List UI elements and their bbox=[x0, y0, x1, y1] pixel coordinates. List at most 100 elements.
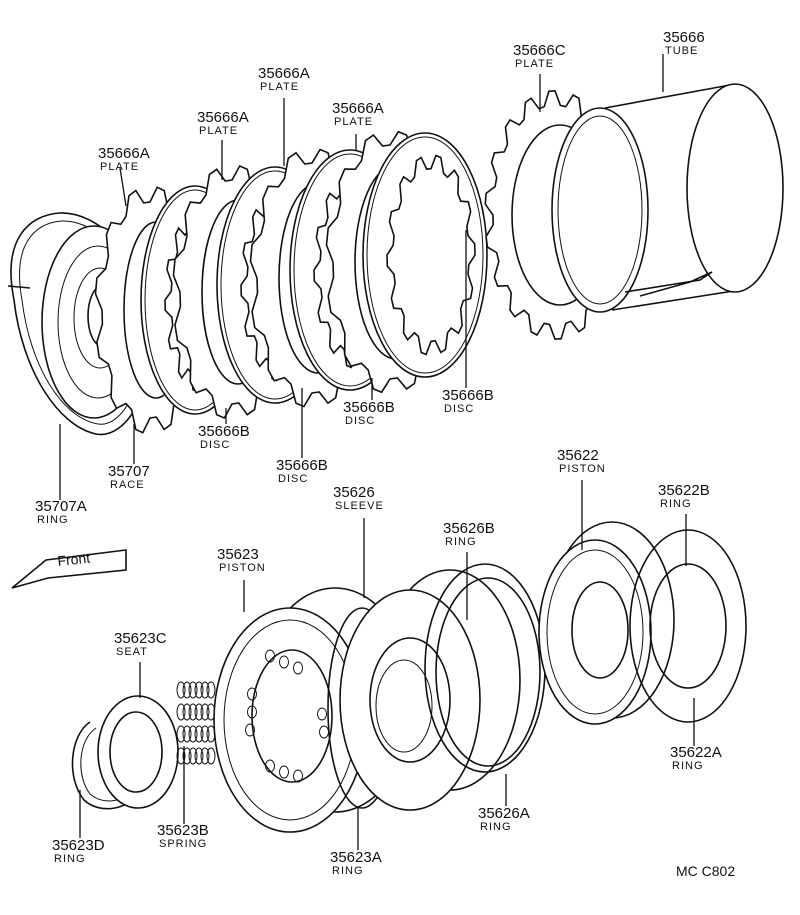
part-name-35623C: SEAT bbox=[116, 646, 148, 658]
part-number-35623C: 35623C bbox=[114, 630, 167, 647]
spring-coil bbox=[200, 747, 210, 765]
piston-spring-pocket bbox=[247, 687, 257, 701]
sleeve-body bbox=[339, 589, 481, 811]
spring-coil bbox=[176, 747, 186, 765]
piston-spring-pocket bbox=[317, 707, 327, 721]
part-number-35666B-2: 35666B bbox=[276, 457, 328, 474]
seal-ring-35622B bbox=[629, 529, 747, 723]
part-name-35622A: RING bbox=[672, 760, 704, 772]
part-number-35707: 35707 bbox=[108, 463, 150, 480]
part-number-35622: 35622 bbox=[557, 447, 599, 464]
part-number-35623D: 35623D bbox=[52, 837, 105, 854]
spring-coil bbox=[194, 747, 204, 765]
spring-coil bbox=[182, 703, 192, 721]
part-number-35666C: 35666C bbox=[513, 42, 566, 59]
front-arrow-label: Front bbox=[57, 550, 91, 569]
piston-spring-pocket bbox=[293, 769, 303, 783]
part-number-35666B-1: 35666B bbox=[198, 423, 250, 440]
part-number-35666B-3: 35666B bbox=[343, 399, 395, 416]
front-direction-arrow: Front bbox=[11, 549, 127, 589]
part-name-35666B-2: DISC bbox=[278, 473, 308, 485]
leader-35666A-1 bbox=[119, 167, 127, 207]
sleeve-35626 bbox=[339, 569, 521, 811]
piston-spring-pocket bbox=[293, 661, 303, 675]
part-name-35666B-3: DISC bbox=[345, 415, 375, 427]
seal-ring-35622B bbox=[629, 529, 747, 723]
spring-coil bbox=[176, 703, 186, 721]
sleeve-bore bbox=[369, 637, 451, 763]
part-name-35623D: RING bbox=[54, 853, 86, 865]
part-name-35666A-3: PLATE bbox=[260, 81, 299, 93]
part-name-35666A-2: PLATE bbox=[199, 125, 238, 137]
piston-35622 bbox=[538, 521, 675, 725]
snap-ring-gap bbox=[7, 285, 31, 289]
piston-spring-pocket bbox=[265, 649, 275, 663]
part-number-35666A-1: 35666A bbox=[98, 145, 150, 162]
spring-coil bbox=[188, 747, 198, 765]
part-number-35622B: 35622B bbox=[658, 482, 710, 499]
spring-coil bbox=[176, 725, 186, 743]
spring-coil bbox=[188, 703, 198, 721]
tube-near-end bbox=[551, 107, 649, 313]
part-number-35623B: 35623B bbox=[157, 822, 209, 839]
spring-1 bbox=[176, 681, 216, 699]
piston-spring-pocket bbox=[279, 765, 289, 779]
spring-coil bbox=[182, 681, 192, 699]
part-name-35623A: RING bbox=[332, 865, 364, 877]
part-number-35622A: 35622A bbox=[670, 744, 722, 761]
part-name-35623B: SPRING bbox=[159, 838, 207, 850]
spring-coil bbox=[194, 681, 204, 699]
part-name-35707A: RING bbox=[37, 514, 69, 526]
spring-coil bbox=[182, 725, 192, 743]
clutch-disc-8 bbox=[362, 132, 488, 378]
part-name-35622B: RING bbox=[660, 498, 692, 510]
seat-inner bbox=[109, 711, 163, 793]
part-number-35666A-2: 35666A bbox=[197, 109, 249, 126]
spring-coil bbox=[176, 681, 186, 699]
spring-coil bbox=[194, 725, 204, 743]
piston-spring-pocket bbox=[245, 723, 255, 737]
part-name-35666B-4: DISC bbox=[444, 403, 474, 415]
spring-seat-35623C bbox=[97, 695, 179, 809]
spring-coil bbox=[200, 725, 210, 743]
spring-4 bbox=[176, 747, 216, 765]
spring-coil bbox=[200, 703, 210, 721]
part-number-35626A: 35626A bbox=[478, 805, 530, 822]
leader-lines bbox=[59, 54, 695, 850]
part-number-35666A-4: 35666A bbox=[332, 100, 384, 117]
piston-spring-pocket bbox=[265, 759, 275, 773]
spring-3 bbox=[176, 725, 216, 743]
piston-35622-rim bbox=[546, 549, 644, 715]
piston-35622-bore bbox=[571, 581, 629, 679]
figure-code: MC C802 bbox=[676, 863, 735, 879]
return-springs-35623B bbox=[176, 681, 216, 765]
part-number-35623A: 35623A bbox=[330, 849, 382, 866]
disc-face bbox=[366, 136, 484, 374]
part-name-35666A-4: PLATE bbox=[334, 116, 373, 128]
part-number-35626B: 35626B bbox=[443, 520, 495, 537]
part-name-35622: PISTON bbox=[559, 463, 606, 475]
parts-artwork bbox=[7, 83, 784, 833]
seal-ring-35626B bbox=[435, 577, 541, 767]
part-name-35666A-1: PLATE bbox=[100, 161, 139, 173]
tube-35666 bbox=[551, 83, 784, 313]
seal-ring-35626B bbox=[435, 577, 541, 767]
part-number-35666: 35666 bbox=[663, 29, 705, 46]
spring-coil bbox=[200, 681, 210, 699]
sleeve-inner-step bbox=[375, 659, 433, 753]
piston-spring-pocket bbox=[279, 655, 289, 669]
part-name-35666: TUBE bbox=[665, 45, 698, 57]
spring-coil bbox=[182, 747, 192, 765]
part-number-35626: 35626 bbox=[333, 484, 375, 501]
part-name-35623: PISTON bbox=[219, 562, 266, 574]
part-name-35626B: RING bbox=[445, 536, 477, 548]
tube-tab bbox=[624, 271, 713, 297]
spring-coil bbox=[206, 681, 216, 699]
piston-spring-pocket bbox=[247, 705, 257, 719]
piston-35623-bore bbox=[251, 649, 333, 783]
part-number-35666A-3: 35666A bbox=[258, 65, 310, 82]
part-name-35626: SLEEVE bbox=[335, 500, 384, 512]
seal-ring-35622A-inner bbox=[649, 563, 727, 689]
